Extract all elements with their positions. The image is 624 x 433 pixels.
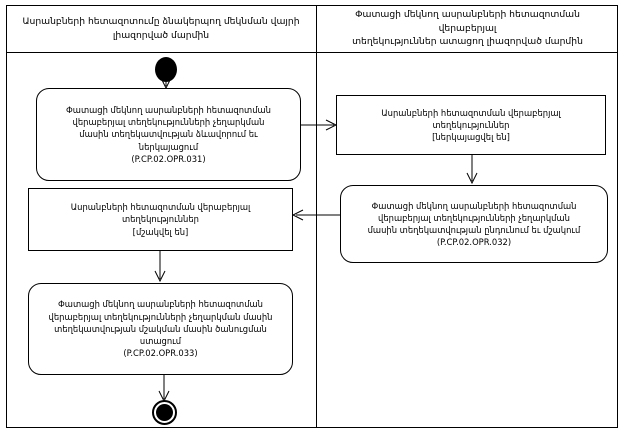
swimlane-header-right-label: Փատացի մեկնող ասրանբների հետազոտման վերա… [352,9,583,48]
swimlane-divider [316,5,317,428]
object-node-presented-label: Ասրանբների հետազոտման վերաբերյալ տեղեկու… [381,107,561,143]
activity-node-opr031-label: Փատացի մեկնող ասրանբների հետազոտման վերա… [66,104,271,164]
initial-node[interactable] [155,57,177,82]
swimlane-header-left-label: Ասրանբների հետազոտումը ձնակերպող մեկնման… [22,16,300,41]
final-node-inner [156,404,173,421]
activity-node-opr033-label: Փատացի մեկնող ասրանբների հետազոտման վերա… [48,299,273,359]
object-node-processed[interactable]: Ասրանբների հետազոտման վերաբերյալ տեղեկու… [28,188,293,251]
object-node-presented[interactable]: Ասրանբների հետազոտման վերաբերյալ տեղեկու… [336,95,606,155]
activity-node-opr033[interactable]: Փատացի մեկնող ասրանբների հետազոտման վերա… [28,283,293,375]
swimlane-header-right: Փատացի մեկնող ասրանբների հետազոտման վերա… [317,5,618,52]
final-node[interactable] [152,400,177,425]
activity-node-opr032[interactable]: Փատացի մեկնող ասրանբների հետազոտման վերա… [340,185,608,263]
swimlane-header-left: Ասրանբների հետազոտումը ձնակերպող մեկնման… [6,5,316,52]
activity-node-opr031[interactable]: Փատացի մեկնող ասրանբների հետազոտման վերա… [36,88,301,181]
object-node-processed-label: Ասրանբների հետազոտման վերաբերյալ տեղեկու… [70,202,251,237]
swimlane-frame [6,5,618,428]
activity-node-opr032-label: Փատացի մեկնող ասրանբների հետազոտման վերա… [367,200,581,248]
swimlane-header-rule [6,52,618,53]
